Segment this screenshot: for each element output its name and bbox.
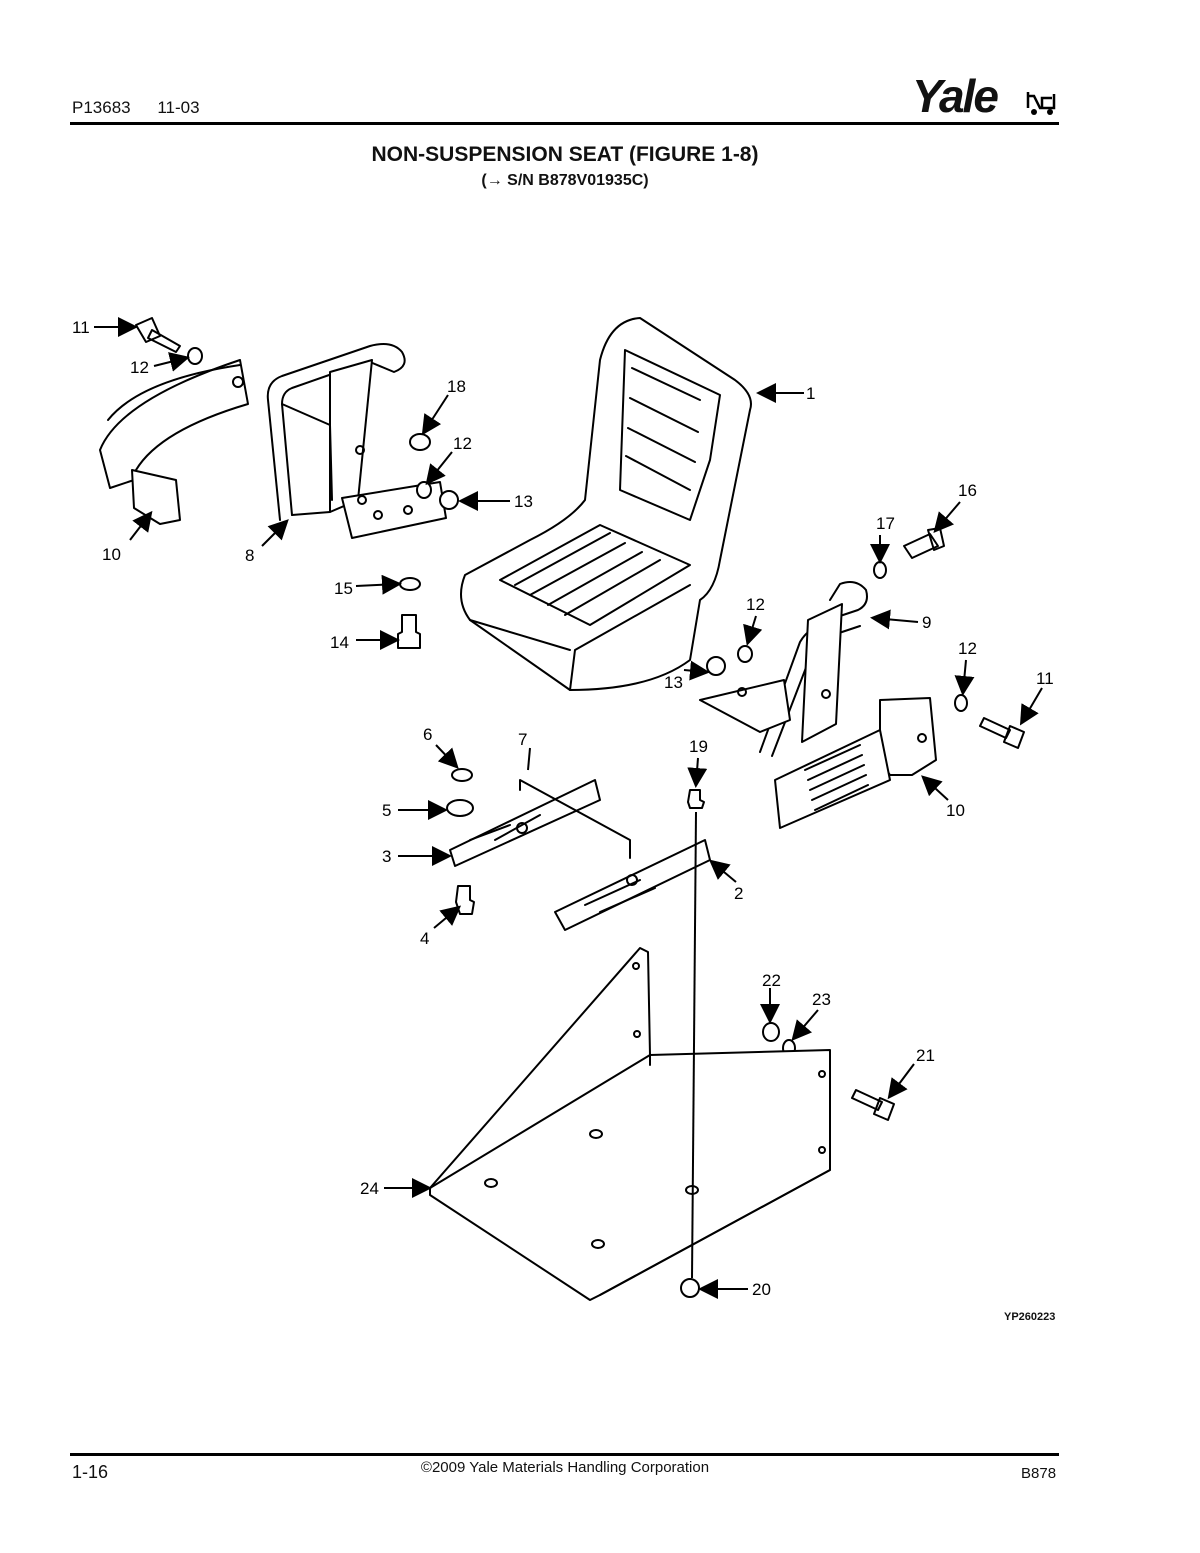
- callout-18: 18: [447, 377, 466, 396]
- callout-1: 1: [806, 384, 815, 403]
- forklift-icon: [1026, 92, 1056, 115]
- figure-code: YP260223: [1004, 1311, 1056, 1323]
- callout-24: 24: [360, 1179, 379, 1198]
- callout-8: 8: [245, 546, 254, 565]
- callout-10: 10: [102, 545, 121, 564]
- page-title: NON-SUSPENSION SEAT (FIGURE 1-8): [371, 143, 759, 166]
- callout-16: 16: [958, 481, 977, 500]
- callout-11: 11: [1036, 669, 1054, 688]
- callout-13: 13: [664, 673, 683, 692]
- callout-15: 15: [334, 579, 353, 598]
- callout-21: 21: [916, 1046, 935, 1065]
- doc-number: P13683: [72, 98, 131, 117]
- callout-20: 20: [752, 1280, 771, 1299]
- callout-22: 22: [762, 971, 781, 990]
- right-seatbelt-bracket: [699, 581, 868, 757]
- callout-12: 12: [746, 595, 765, 614]
- callout-10: 10: [946, 801, 965, 820]
- callout-17: 17: [876, 514, 895, 533]
- callout-13: 13: [514, 492, 533, 511]
- page-number: 1-16: [72, 1462, 109, 1482]
- callout-11: 11: [72, 318, 90, 337]
- right-seat-belt: [774, 697, 937, 829]
- leader-lines: [94, 317, 1043, 1299]
- seat-slide-rails: [449, 779, 711, 931]
- callout-12: 12: [453, 434, 472, 453]
- callout-6: 6: [423, 725, 432, 744]
- callout-9: 9: [922, 613, 931, 632]
- seat-shell: [460, 317, 752, 691]
- callout-7: 7: [518, 730, 527, 749]
- model-code: B878: [1021, 1465, 1057, 1482]
- callout-12: 12: [130, 358, 149, 377]
- callout-4: 4: [420, 929, 429, 948]
- callout-2: 2: [734, 884, 743, 903]
- callout-3: 3: [382, 847, 391, 866]
- header-rule: [70, 122, 1059, 125]
- yale-logo: Yale: [912, 70, 1062, 122]
- callout-labels: 11 12 1 18 12 13 10 8 15 14 16 17 9 12 1…: [72, 318, 1054, 1299]
- callout-14: 14: [330, 633, 349, 652]
- logo-wordmark: Yale: [912, 70, 999, 122]
- left-seat-belt: [99, 359, 249, 525]
- callout-5: 5: [382, 801, 391, 820]
- callout-23: 23: [812, 990, 831, 1009]
- seat-base-plate: [429, 947, 831, 1301]
- callout-19: 19: [689, 737, 708, 756]
- footer-rule: [70, 1453, 1059, 1456]
- page-subtitle: (→ S/N B878V01935C): [481, 172, 649, 189]
- copyright-text: ©2009 Yale Materials Handling Corporatio…: [420, 1459, 710, 1476]
- callout-12: 12: [958, 639, 977, 658]
- document-header: P13683 11-03: [72, 98, 222, 118]
- date-code: 11-03: [157, 98, 200, 117]
